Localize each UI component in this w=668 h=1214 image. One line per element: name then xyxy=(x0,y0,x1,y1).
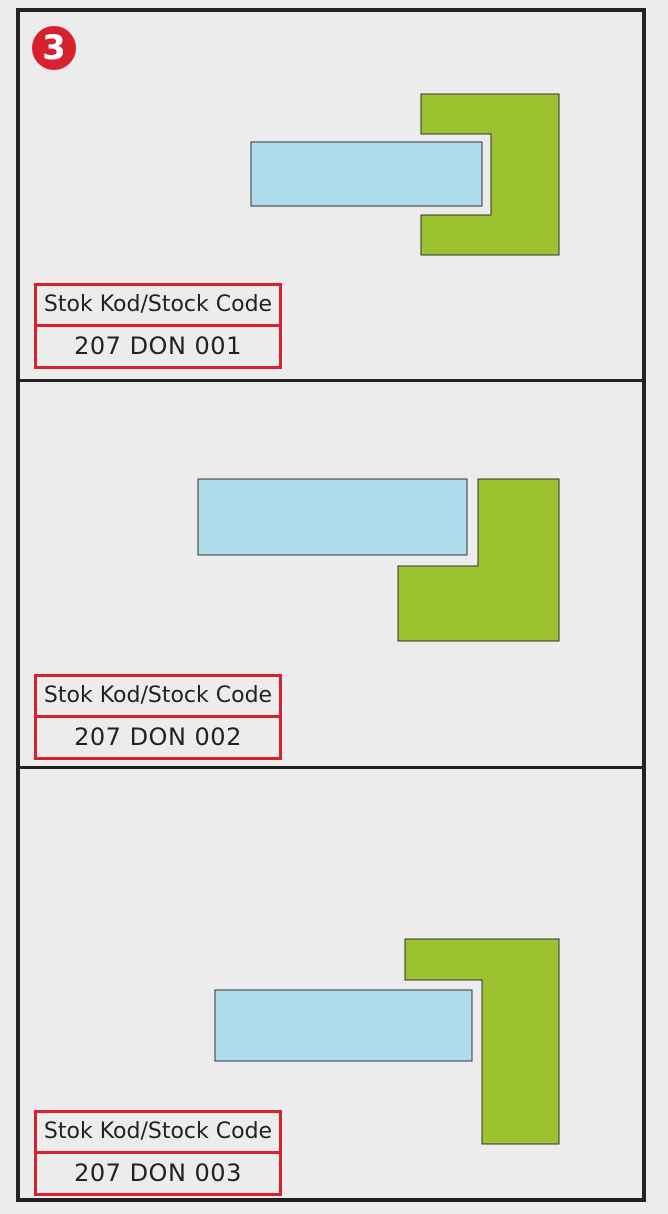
blue-profile-3 xyxy=(214,989,473,1062)
stock-code-label-1: Stok Kod/Stock Code 207 DON 001 xyxy=(34,283,282,369)
profile-drawing-1 xyxy=(250,93,560,256)
stock-code-value: 207 DON 003 xyxy=(74,1159,242,1187)
stock-code-value: 207 DON 002 xyxy=(74,723,242,751)
green-profile-1 xyxy=(420,93,560,256)
stock-code-label-3: Stok Kod/Stock Code 207 DON 003 xyxy=(34,1110,282,1196)
step-badge: 3 xyxy=(32,26,76,70)
green-profile-3 xyxy=(404,938,560,1145)
panel-divider xyxy=(20,379,642,382)
profile-drawing-2 xyxy=(197,478,560,642)
stock-code-value: 207 DON 001 xyxy=(74,332,242,360)
stock-code-title: Stok Kod/Stock Code xyxy=(37,677,279,718)
profile-drawing-3 xyxy=(214,938,560,1145)
panel-3: Stok Kod/Stock Code 207 DON 003 xyxy=(20,769,642,1198)
blue-profile-2 xyxy=(197,478,468,556)
stock-code-title: Stok Kod/Stock Code xyxy=(37,1113,279,1154)
stock-code-label-2: Stok Kod/Stock Code 207 DON 002 xyxy=(34,674,282,760)
green-profile-2 xyxy=(397,478,560,642)
stock-code-title: Stok Kod/Stock Code xyxy=(37,286,279,327)
diagram-frame: 3 Stok Kod/Stock Code 207 DON 001 Stok K… xyxy=(16,8,646,1202)
blue-profile-1 xyxy=(250,141,483,207)
panel-2: Stok Kod/Stock Code 207 DON 002 xyxy=(20,382,642,766)
panel-1: 3 Stok Kod/Stock Code 207 DON 001 xyxy=(20,12,642,379)
panel-divider xyxy=(20,766,642,769)
